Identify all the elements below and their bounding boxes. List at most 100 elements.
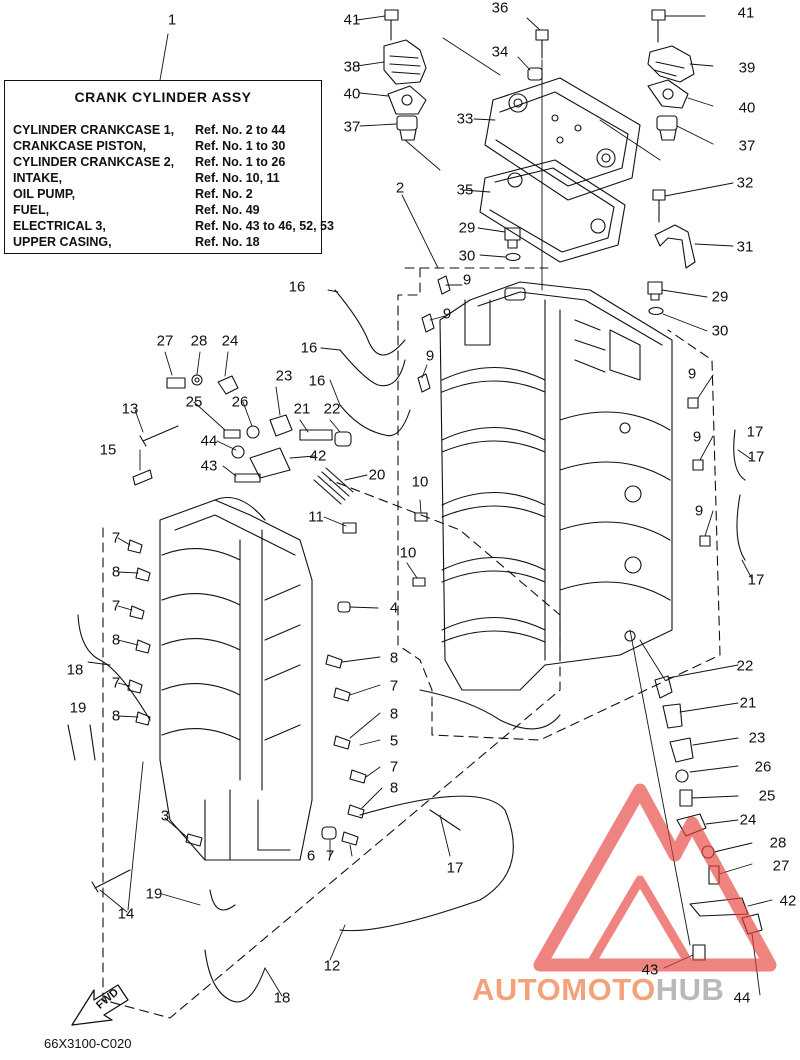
diagram-code: 66X3100-C020: [44, 1036, 132, 1051]
legend-line: ELECTRICAL 3,Ref. No. 43 to 46, 52, 53: [13, 219, 334, 233]
callout-label: 8: [389, 779, 399, 797]
callout-label: 7: [111, 674, 121, 692]
callout-label: 17: [746, 423, 764, 441]
callout-label: 22: [736, 657, 754, 675]
callout-label: 15: [99, 441, 117, 459]
callout-label: 9: [694, 502, 704, 520]
callout-label: 12: [323, 957, 341, 975]
callout-label: 23: [748, 729, 766, 747]
callout-label: 30: [711, 322, 729, 340]
legend-line-name: OIL PUMP,: [13, 187, 76, 201]
callout-label: 26: [231, 393, 249, 411]
legend-line-ref: Ref. No. 10, 11: [195, 171, 280, 185]
legend-line-name: CRANKCASE PISTON,: [13, 139, 147, 153]
callout-label: 9: [692, 428, 702, 446]
leader-lines: [87, 15, 773, 997]
callout-label: 7: [111, 529, 121, 547]
callout-label: 4: [389, 599, 399, 617]
callout-label: 42: [779, 892, 797, 910]
intake-spring: [313, 467, 354, 505]
callout-label: 27: [156, 332, 174, 350]
callout-label: 17: [747, 448, 765, 466]
callout-label: 22: [323, 400, 341, 418]
callout-label: 9: [687, 365, 697, 383]
top-cover: [484, 77, 641, 201]
right-block-outline: [397, 267, 721, 741]
callout-label: 37: [738, 137, 756, 155]
thermostat-cover-left: [383, 39, 427, 85]
callout-label: 32: [736, 174, 754, 192]
callout-label: 37: [343, 118, 361, 136]
legend-part-number: 1: [167, 11, 177, 29]
legend-line-name: CYLINDER CRANKCASE 1,: [13, 123, 175, 137]
legend-line: INTAKE, Ref. No. 10, 11: [13, 171, 280, 185]
cover-gasket: [479, 159, 626, 263]
crankcase-right: [439, 281, 673, 691]
callout-label: 42: [309, 447, 327, 465]
legend-line-ref: Ref. No. 2: [195, 187, 253, 201]
callout-label: 18: [273, 989, 291, 1007]
callout-label: 44: [733, 989, 751, 1007]
legend-line-ref: Ref. No. 1 to 26: [195, 155, 286, 169]
callout-label: 7: [389, 758, 399, 776]
callout-label: 11: [308, 508, 324, 526]
legend-line: UPPER CASING, Ref. No. 18: [13, 235, 260, 249]
callout-label: 43: [200, 457, 218, 475]
callout-label: 9: [442, 305, 452, 323]
legend-line-name: ELECTRICAL 3,: [13, 219, 106, 233]
legend-line: CYLINDER CRANKCASE 2, Ref. No. 1 to 26: [13, 155, 285, 169]
callout-label: 31: [736, 238, 754, 256]
callout-label: 19: [69, 699, 87, 717]
callout-label: 7: [389, 677, 399, 695]
watermark-logo: [533, 783, 777, 972]
callout-label: 38: [343, 58, 361, 76]
callout-label: 21: [293, 400, 311, 418]
legend-line: FUEL,Ref. No. 49: [13, 203, 260, 217]
callout-label: 7: [325, 847, 335, 865]
legend-line-ref: Ref. No. 1 to 30: [195, 139, 286, 153]
callout-label: 16: [300, 339, 318, 357]
legend-line: OIL PUMP, Ref. No. 2: [13, 187, 253, 201]
callout-label: 18: [66, 661, 84, 679]
callout-label: 25: [185, 393, 203, 411]
legend-line-ref: Ref. No. 18: [195, 235, 260, 249]
bearing-bores: [161, 548, 241, 741]
callout-label: 40: [343, 85, 361, 103]
callout-label: 36: [491, 0, 509, 17]
callout-label: 25: [758, 787, 776, 805]
callout-label: 8: [111, 631, 121, 649]
crankcase-left: [159, 499, 313, 861]
legend-line: CRANKCASE PISTON, Ref. No. 1 to 30: [13, 139, 285, 153]
callout-label: 8: [389, 705, 399, 723]
legend-line-name: UPPER CASING,: [13, 235, 112, 249]
callout-label: 13: [121, 400, 139, 418]
callout-label: 10: [399, 544, 417, 562]
callout-label: 17: [747, 571, 765, 589]
callout-label: 41: [343, 11, 361, 29]
legend-line-name: INTAKE,: [13, 171, 63, 185]
callout-label: 26: [754, 758, 772, 776]
callout-label: 43: [641, 961, 659, 979]
watermark-text-part1: AUTOMOTO: [472, 972, 656, 1007]
callout-label: 9: [462, 271, 472, 289]
callout-label: 8: [111, 563, 121, 581]
callout-label: 23: [275, 367, 293, 385]
callout-label: 19: [145, 885, 163, 903]
callout-label: 30: [458, 247, 476, 265]
callout-label: 16: [288, 278, 306, 296]
callout-label: 8: [389, 649, 399, 667]
thermostat-cover-right: [647, 45, 695, 83]
callout-label: 10: [411, 473, 429, 491]
callout-label: 20: [368, 466, 386, 484]
callout-label: 24: [221, 332, 239, 350]
callout-label: 21: [739, 694, 757, 712]
callout-label: 28: [769, 834, 787, 852]
watermark-text-part2: HUB: [655, 972, 725, 1007]
callout-label: 29: [458, 219, 476, 237]
callout-label: 40: [738, 99, 756, 117]
callout-label: 33: [456, 110, 474, 128]
legend-title: CRANK CYLINDER ASSY: [74, 89, 252, 105]
callout-label: 28: [190, 332, 208, 350]
legend-line-name: CYLINDER CRANKCASE 2,: [13, 155, 175, 169]
